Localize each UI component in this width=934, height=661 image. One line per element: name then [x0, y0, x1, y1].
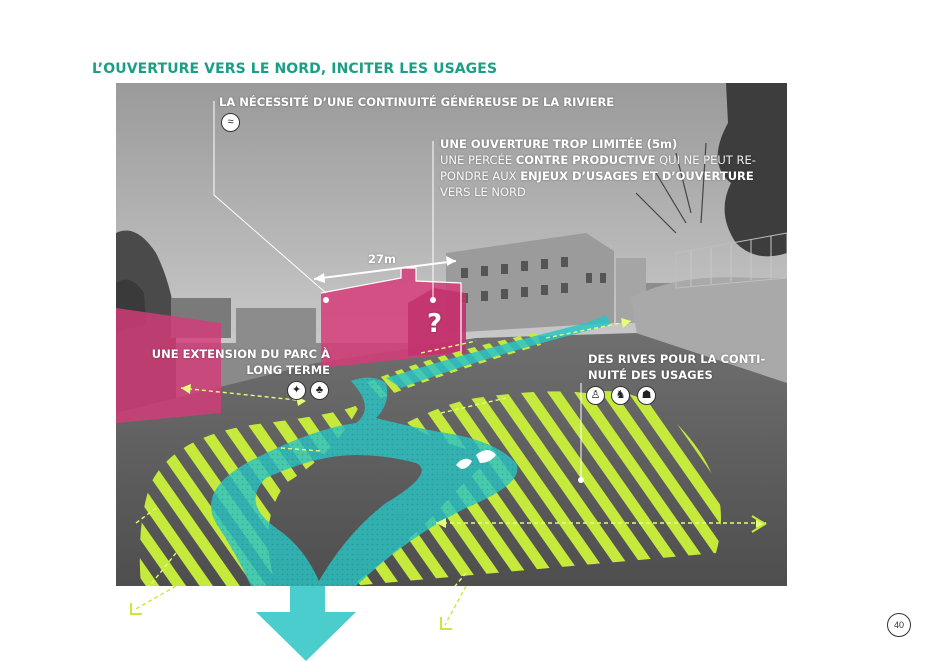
opening-line-4: VERS LE NORD	[440, 185, 526, 199]
opening-line-2: UNE PERCÉE CONTRE PRODUCTIVE QUI NE PEUT…	[440, 152, 756, 168]
park-line-1: UNE EXTENSION DU PARC À	[151, 347, 330, 361]
trees-icon: ♣	[310, 381, 329, 400]
opening-l2b: CONTRE PRODUCTIVE	[515, 153, 656, 167]
dog-walk-icon: ♞	[611, 386, 630, 405]
opening-title: UNE OUVERTURE TROP LIMITÉE (5m)	[440, 137, 678, 151]
opening-l2a: UNE PERCÉE	[440, 153, 516, 167]
park-line-2: LONG TERME	[246, 363, 330, 377]
opening-line-3: PONDRE AUX ENJEUX D’USAGES ET D’OUVERTUR…	[440, 168, 756, 184]
opening-l3b: ENJEUX D’USAGES ET D’OUVERTURE	[520, 169, 754, 183]
question-mark: ?	[427, 309, 443, 339]
opening-l2c: QUI NE PEUT RE-	[655, 153, 756, 167]
opening-l3a: PONDRE AUX	[440, 169, 521, 183]
bird-icon: ✦	[287, 381, 306, 400]
width-label: 27m	[368, 252, 396, 266]
page-number: 40	[887, 613, 911, 637]
banks-line-2: NUITÉ DES USAGES	[588, 368, 713, 382]
banks-line-1: DES RIVES POUR LA CONTI-	[588, 352, 766, 366]
banks-annotation: DES RIVES POUR LA CONTI- NUITÉ DES USAGE…	[588, 351, 765, 383]
park-extension-annotation: UNE EXTENSION DU PARC À LONG TERME	[148, 346, 330, 378]
opening-annotation: UNE OUVERTURE TROP LIMITÉE (5m) UNE PERC…	[440, 136, 756, 200]
continuity-annotation: LA NÉCESSITÉ D’UNE CONTINUITÉ GÉNÉREUSE …	[219, 95, 615, 109]
pedestrian-icon: ♙	[586, 386, 605, 405]
recline-icon: ☗	[637, 386, 656, 405]
page-title: L’OUVERTURE VERS LE NORD, INCITER LES US…	[92, 61, 498, 77]
water-waves-icon: ≈	[221, 113, 240, 132]
